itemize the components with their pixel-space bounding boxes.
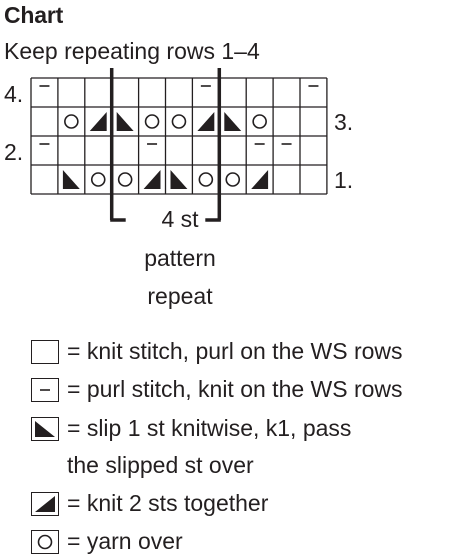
chart-cell-yo <box>84 165 112 194</box>
chart-cell-purl <box>138 136 166 165</box>
chart-cell-knit <box>300 136 327 165</box>
legend-text-knit: = knit stitch, purl on the WS rows <box>67 338 403 364</box>
knit-two-together-mark <box>143 170 161 189</box>
chart-cell-purl <box>31 136 58 165</box>
chart-cell-knit <box>219 78 247 107</box>
slip-knit-pass-mark <box>116 112 134 131</box>
chart-cell-k2tog <box>246 165 274 194</box>
chart-cell-yo <box>219 165 247 194</box>
purl-symbol-icon <box>31 378 59 402</box>
chart-cell-knit <box>57 78 85 107</box>
yarn-over-mark <box>198 172 214 187</box>
chart-subtitle: Keep repeating rows 1–4 <box>4 38 260 64</box>
yarn-over-mark <box>144 114 160 129</box>
chart-cell-purl <box>246 136 274 165</box>
chart-cell-knit <box>273 78 300 107</box>
chart-cell-knit <box>273 165 300 194</box>
chart-cell-purl <box>300 78 327 107</box>
row-label-1: 1. <box>334 167 354 193</box>
legend-text-purl: = purl stitch, knit on the WS rows <box>67 376 403 402</box>
repeat-stitch-count: 4 st <box>161 206 199 232</box>
yarn-over-mark <box>171 114 187 129</box>
chart-cell-yo <box>57 107 85 136</box>
chart-cell-purl <box>192 78 220 107</box>
legend-text-skp-continuation: the slipped st over <box>67 452 254 478</box>
knit-two-together-symbol-icon <box>31 492 59 516</box>
chart-cell-knit <box>84 136 112 165</box>
yarn-over-mark <box>225 172 241 187</box>
yarn-over-mark <box>252 114 267 129</box>
chart-cell-knit <box>165 78 193 107</box>
yarn-over-mark <box>117 172 133 187</box>
knit-two-together-mark <box>89 112 107 131</box>
chart-cell-skp <box>57 165 85 194</box>
row-label-2: 2. <box>4 139 24 165</box>
chart-cell-knit <box>31 165 58 194</box>
legend-text-k2tog: = knit 2 sts together <box>67 490 269 516</box>
chart-cell-knit <box>165 136 193 165</box>
slip-knit-pass-symbol-icon <box>31 417 59 441</box>
chart-cell-yo <box>246 107 274 136</box>
chart-cell-k2tog <box>192 107 220 136</box>
knitting-chart-grid <box>30 68 328 222</box>
chart-cell-knit <box>300 165 327 194</box>
chart-cell-knit <box>31 107 58 136</box>
legend-text-skp: = slip 1 st knitwise, k1, pass <box>67 415 352 441</box>
chart-cell-knit <box>111 136 139 165</box>
chart-cell-yo <box>138 107 166 136</box>
legend-text-yo: = yarn over <box>67 528 183 554</box>
yarn-over-symbol-icon <box>31 530 59 554</box>
chart-cell-purl <box>273 136 300 165</box>
chart-cell-yo <box>111 165 139 194</box>
chart-title: Chart <box>4 2 64 28</box>
chart-cell-knit <box>219 136 247 165</box>
chart-cell-knit <box>57 136 85 165</box>
slip-knit-pass-mark <box>62 170 80 189</box>
knit-two-together-mark <box>251 170 269 189</box>
chart-cell-knit <box>192 136 220 165</box>
chart-cell-knit <box>300 107 327 136</box>
chart-cell-knit <box>111 78 139 107</box>
yarn-over-mark <box>90 172 106 187</box>
slip-knit-pass-mark <box>170 170 188 189</box>
knit-symbol-icon <box>31 340 59 364</box>
repeat-label-line-2: repeat <box>147 283 213 309</box>
chart-cell-knit <box>138 78 166 107</box>
slip-knit-pass-mark <box>224 112 242 131</box>
row-label-3: 3. <box>334 109 354 135</box>
row-label-4: 4. <box>4 81 24 107</box>
yarn-over-mark <box>64 114 79 129</box>
chart-cell-purl <box>31 78 58 107</box>
chart-cell-yo <box>192 165 220 194</box>
chart-cell-knit <box>246 78 274 107</box>
chart-cell-yo <box>165 107 193 136</box>
chart-cell-knit <box>84 78 112 107</box>
repeat-label-line-1: pattern <box>144 245 216 271</box>
knit-two-together-mark <box>197 112 215 131</box>
chart-cell-knit <box>273 107 300 136</box>
